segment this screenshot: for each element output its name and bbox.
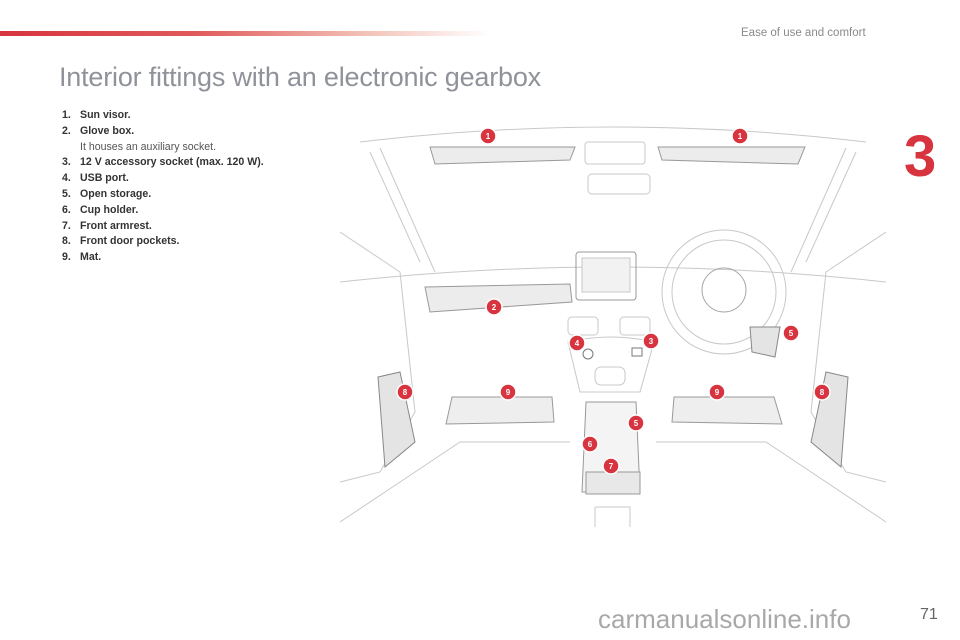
item-label: USB port.: [80, 172, 129, 185]
callout-badge-1: 1: [479, 127, 497, 145]
steering-wheel: [661, 229, 787, 355]
sun-visor-right: [657, 146, 806, 165]
mat-right: [671, 396, 783, 425]
callout-badge-7: 7: [602, 457, 620, 475]
item-number: 7.: [62, 219, 71, 232]
svg-text:5: 5: [634, 419, 639, 428]
svg-text:9: 9: [715, 388, 720, 397]
page-title: Interior fittings with an electronic gea…: [59, 62, 541, 92]
item-label: Sun visor.: [80, 109, 131, 121]
callout-badge-1: 1: [731, 127, 749, 145]
item-label: Open storage.: [80, 187, 152, 200]
callout-badges: 1 1 2 3 4 5 5 6 7 8 8 9 9: [396, 127, 831, 475]
item-number: 2.: [62, 124, 71, 137]
item-number: 1.: [62, 109, 71, 121]
svg-text:5: 5: [789, 329, 794, 338]
item-label: Glove box.: [80, 124, 135, 137]
list-item: 1. Sun visor.: [62, 108, 264, 124]
svg-text:6: 6: [588, 440, 593, 449]
callout-badge-9: 9: [708, 383, 726, 401]
list-item: 6. Cup holder.: [62, 203, 264, 219]
section-title: Ease of use and comfort: [741, 27, 866, 39]
page-number: 71: [920, 606, 938, 623]
callout-badge-6: 6: [581, 435, 599, 453]
callout-badge-9: 9: [499, 383, 517, 401]
callout-badge-2: 2: [485, 298, 503, 316]
watermark: carmanualsonline.info: [598, 604, 851, 634]
mat-left: [445, 396, 555, 425]
item-label: 12 V accessory socket (max. 120 W).: [80, 156, 264, 169]
callout-badge-5: 5: [782, 324, 800, 342]
glove-box: [424, 283, 573, 313]
list-item: 5. Open storage.: [62, 187, 264, 203]
item-label: Mat.: [80, 251, 102, 264]
sun-visor-left: [429, 146, 576, 165]
interior-illustration: 1 1 2 3 4 5 5 6 7 8 8 9 9: [340, 126, 886, 527]
list-item: 3. 12 V accessory socket (max. 120 W).: [62, 155, 264, 171]
item-label: Front door pockets.: [80, 235, 180, 248]
svg-text:3: 3: [649, 337, 654, 346]
list-item: 4. USB port.: [62, 171, 264, 187]
svg-text:8: 8: [403, 388, 408, 397]
item-label: Front armrest.: [80, 219, 152, 232]
item-number: 5.: [62, 187, 71, 200]
chapter-number: 3: [904, 124, 937, 189]
item-number: 8.: [62, 235, 71, 248]
svg-text:7: 7: [609, 462, 614, 471]
callout-badge-4: 4: [568, 334, 586, 352]
list-item: 8. Front door pockets.: [62, 234, 264, 250]
svg-text:4: 4: [575, 339, 580, 348]
svg-text:9: 9: [506, 388, 511, 397]
item-number: 9.: [62, 251, 71, 264]
door-pocket-left: [377, 371, 416, 469]
item-number: 3.: [62, 156, 71, 169]
svg-text:2: 2: [492, 303, 497, 312]
svg-text:1: 1: [486, 132, 491, 141]
item-number: 6.: [62, 203, 71, 216]
svg-text:8: 8: [820, 388, 825, 397]
callout-badge-5: 5: [627, 414, 645, 432]
door-pocket-right: [810, 371, 849, 469]
callout-badge-8: 8: [396, 383, 414, 401]
item-label: Cup holder.: [80, 203, 139, 216]
callout-badge-8: 8: [813, 383, 831, 401]
list-item: 9. Mat.: [62, 250, 264, 266]
svg-text:1: 1: [738, 132, 743, 141]
fittings-list: 1. Sun visor. 2. Glove box. It houses an au…: [62, 108, 264, 266]
list-item: 2. Glove box. It houses an auxiliary socke…: [62, 124, 264, 156]
item-note: It houses an auxiliary socket.: [80, 140, 217, 153]
callout-badge-3: 3: [642, 332, 660, 350]
header-accent-bar: [0, 31, 490, 36]
item-number: 4.: [62, 172, 71, 185]
list-item: 7. Front armrest.: [62, 219, 264, 235]
